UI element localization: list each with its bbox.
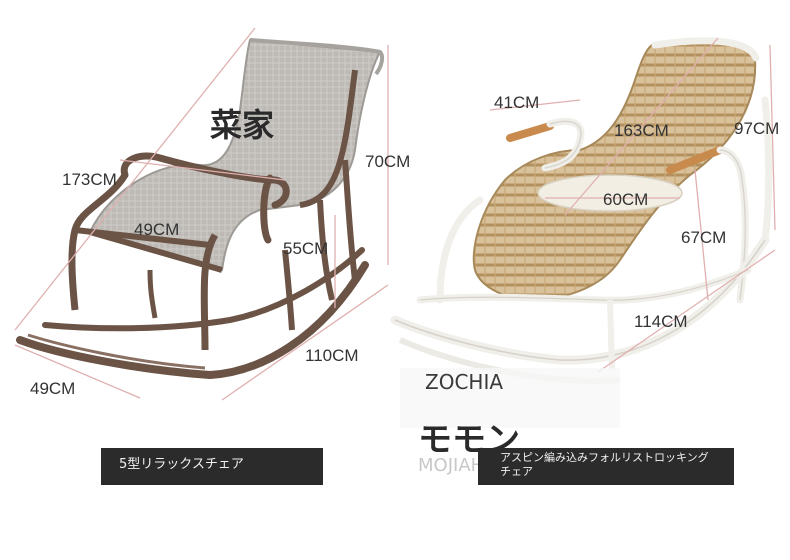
right-dim-height: 97CM — [734, 119, 780, 138]
left-watermark: 菜家 — [210, 106, 275, 144]
left-dim-seat-height: 55CM — [283, 239, 329, 258]
right-dim-seat-width: 60CM — [603, 190, 649, 209]
right-dim-seat-height: 67CM — [681, 228, 727, 247]
right-rocking-chair — [390, 37, 773, 384]
left-dim-base-width: 49CM — [30, 379, 76, 398]
left-dimension-lines — [14, 27, 389, 401]
left-chair-rocker-front — [16, 261, 369, 380]
right-chair-armrest-right — [666, 146, 724, 174]
right-chair-cushion — [537, 174, 683, 212]
right-dim-length: 163CM — [614, 121, 669, 140]
right-dimension-lines — [489, 37, 776, 373]
left-dim-seat-width: 49CM — [134, 220, 180, 239]
left-dim-depth: 110CM — [305, 346, 359, 365]
left-caption: 5型リラックスチェア — [101, 448, 323, 485]
left-chair-arm-right — [260, 174, 274, 244]
right-faint-text-top: ZOCHIA — [425, 370, 504, 394]
left-caption-text: 5型リラックスチェア — [119, 457, 244, 472]
right-faint-text-bottom: MOJIAH — [418, 455, 485, 476]
right-caption-text: アスピン編み込みフォルリストロッキングチェア — [500, 451, 709, 478]
right-caption: アスピン編み込みフォルリストロッキングチェア — [478, 448, 734, 485]
right-chair-armrest-left — [506, 122, 554, 142]
left-rocking-chair — [16, 38, 385, 380]
right-chair-rattan-body — [472, 40, 757, 302]
left-dim-length: 173CM — [62, 170, 117, 189]
left-chair-rocker-back — [42, 247, 365, 332]
right-dim-armrest: 41CM — [494, 93, 540, 112]
left-dim-height: 70CM — [365, 152, 411, 171]
right-dim-depth: 114CM — [634, 312, 688, 331]
